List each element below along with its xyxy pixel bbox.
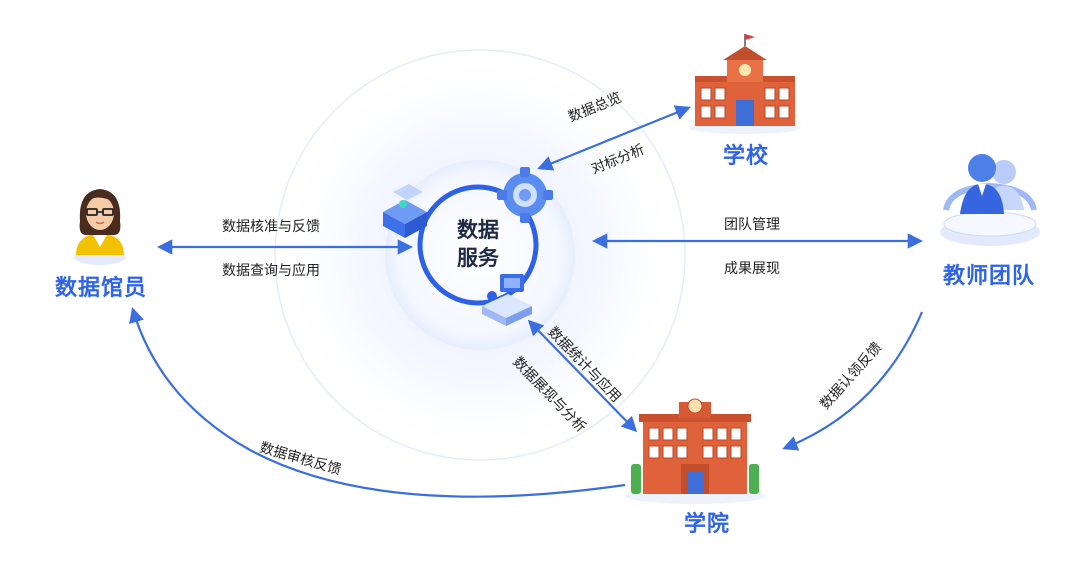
- node-teachers: 教师团队: [943, 264, 1036, 289]
- teacher-team-icon: [940, 154, 1040, 246]
- arrow-center-college: [527, 319, 638, 433]
- node-school: 学校: [723, 144, 770, 169]
- outer-ring: [274, 49, 686, 461]
- node-college: 学院: [684, 512, 731, 537]
- center-service-label: 数据 服务: [448, 216, 508, 272]
- arrow-college-librarian: [129, 307, 626, 498]
- gear-icon: [497, 167, 553, 223]
- edge-results-show: 成果展现: [724, 261, 780, 277]
- college-building-icon: [625, 398, 765, 504]
- service-ring: [417, 184, 539, 306]
- center-label-line1: 数据: [457, 218, 499, 242]
- person-female-icon: [74, 189, 126, 265]
- monitor-icon: [482, 274, 532, 326]
- node-librarian: 数据馆员: [55, 276, 148, 301]
- center-label-line2: 服务: [457, 246, 499, 270]
- server-cube-icon: [383, 184, 427, 238]
- arrow-center-school: [537, 105, 691, 171]
- edge-verify-feedback: 数据核准与反馈: [222, 219, 320, 235]
- school-building-icon: [689, 34, 801, 134]
- edge-team-mgmt: 团队管理: [724, 217, 780, 233]
- edge-query-apply: 数据查询与应用: [222, 263, 320, 279]
- arrow-teachers-college: [782, 311, 924, 451]
